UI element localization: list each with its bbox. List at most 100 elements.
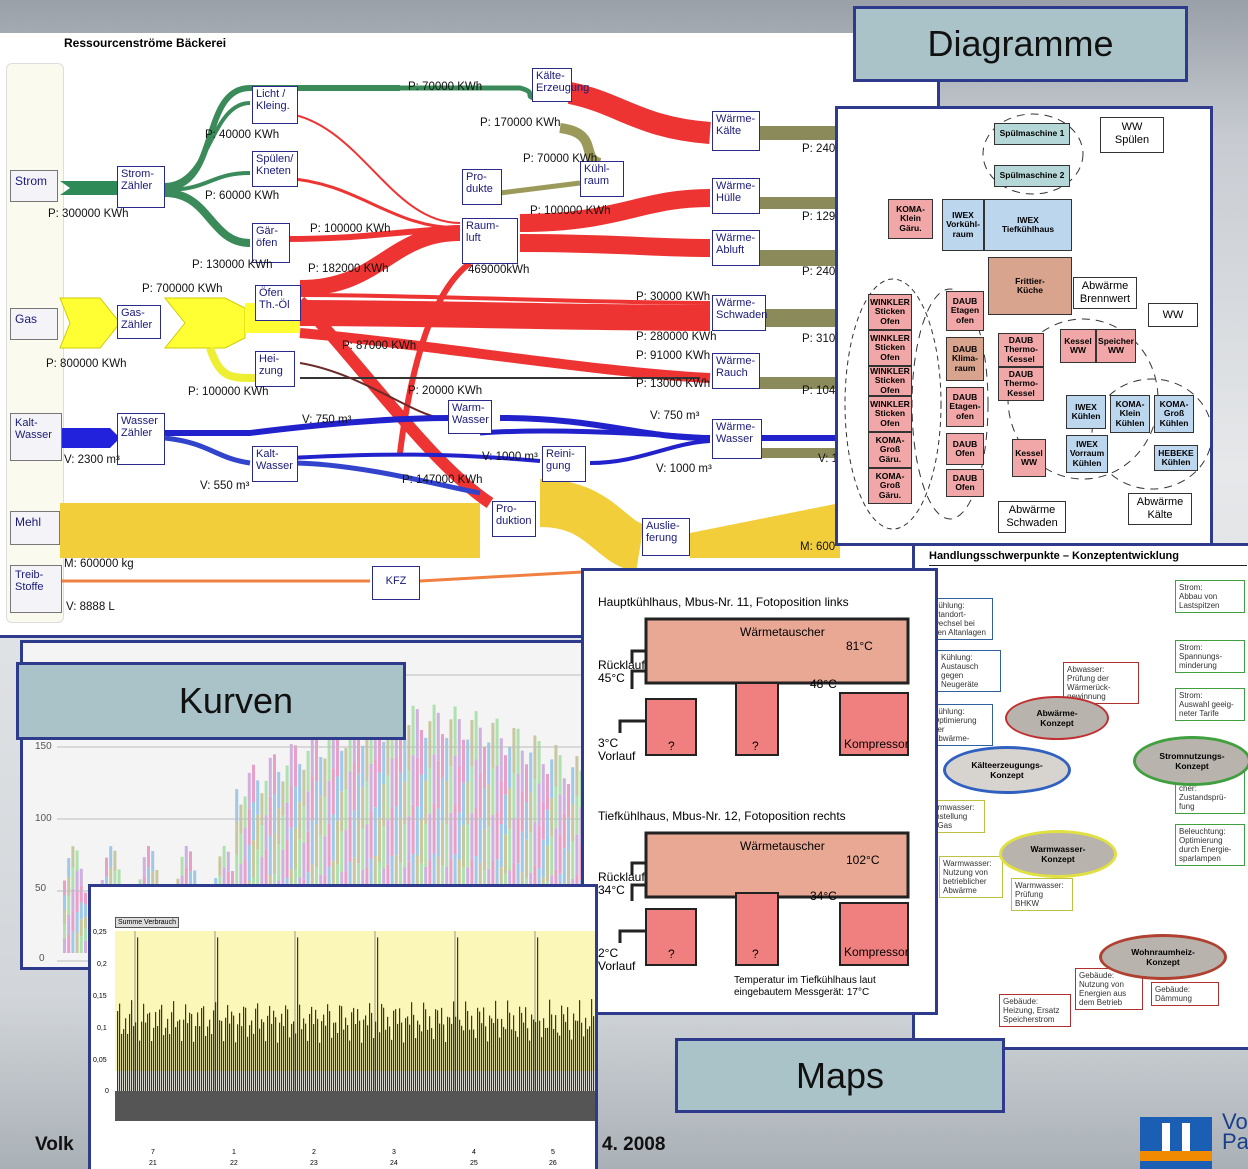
bar-mark [419,1024,421,1091]
curves-bar-segment [424,737,428,781]
cooling-note: Temperatur im Tiefkühlhaus laut eingebau… [734,975,876,998]
curves-bar-segment [428,721,432,768]
curves-bar [79,868,83,953]
bar-mark [349,1040,351,1091]
bar-mark [301,1029,303,1091]
bar-mark [457,937,459,1091]
curves-bar-segment [310,732,314,777]
bar-mark [159,1009,161,1091]
bar-mark [201,1008,203,1091]
bar-mark [235,1042,237,1091]
bar-mark [519,1006,521,1091]
flow-value: M: 600000 kg [64,558,134,570]
curves-bar-segment [470,766,474,814]
curves-bar-segment [109,846,113,868]
bar-mark [455,1016,457,1091]
curves-bar-segment [289,827,293,870]
curves-bar-segment [382,783,386,827]
bar-ytick: 0,2 [97,961,107,968]
curves-ytick: 0 [39,953,45,964]
flow-value: P: 70000 KWh [408,81,483,93]
curves-bar-segment [508,746,512,789]
bar-legend: Summe Verbrauch [115,917,179,928]
curves-bar-segment [117,869,121,887]
curves-bar-segment [84,928,87,941]
curves-bar-segment [432,704,436,755]
bar-mark [273,1010,275,1091]
bar-mark [305,1023,307,1091]
flow-value: P: 100000 KWh [530,205,611,217]
bar-mark [361,1042,363,1091]
curves-bar-segment [319,756,323,797]
bar-mark [191,1014,193,1091]
curves-bar-segment [231,871,234,888]
curves-bar-segment [491,768,495,815]
curves-bar-segment [466,824,470,868]
curves-bar-segment [226,871,230,893]
bar-mark [487,1041,489,1091]
bar-mark [209,1019,211,1091]
bar-mark [119,1003,121,1091]
bank-logo-mark [1162,1123,1190,1151]
unknown-1b: ? [752,739,759,753]
bar-mark [577,1020,579,1091]
bar-mark [337,1032,339,1091]
curves-bar-segment [520,791,524,832]
curves-bar-segment [323,836,327,876]
curves-bar-segment [474,759,478,808]
curves-bar-segment [252,802,255,841]
bar-mark [375,1021,377,1091]
curves-bar-segment [470,813,474,860]
curves-bar-segment [67,858,71,878]
bar-mark [129,1014,131,1091]
bar-mark [401,1022,403,1091]
flow-value: P: 280000 KWh [636,331,717,343]
curves-bar-segment [340,750,344,792]
bar-mark [373,1038,375,1091]
bar-mark [297,937,299,1091]
bar-mark [329,1011,331,1091]
bar-mark [179,1019,181,1091]
bar-mark [467,1010,469,1091]
bar-mark [531,1014,533,1091]
node-waerme-rauch: Wärme- Rauch [712,353,760,389]
bar-mark [313,1024,315,1091]
curves-bar-segment [357,818,360,864]
bar-mark [163,1035,165,1091]
curves-bar-segment [79,885,83,903]
flow-value: P: 60000 KWh [205,190,280,202]
curves-bar-segment [75,850,79,871]
bar-mark [473,1029,475,1091]
curves-bar-segment [84,892,87,905]
curves-bar-segment [478,727,482,773]
curves-bar-segment [483,829,486,871]
curves-bar-segment [327,780,331,824]
bar-mark [279,1022,281,1091]
room-daub-etagen-1: DAUB Etagen ofen [946,291,984,331]
cooling-panel: Hauptkühlhaus, Mbus-Nr. 11, Fotoposition… [581,568,938,1015]
flow-value: P: 700000 KWh [142,283,223,295]
curves-bar-segment [71,910,75,932]
flow-value: P: 129 [802,211,836,223]
node-kuehlraum: Kühl- raum [580,161,624,197]
curves-bar-segment [470,719,474,767]
curves-bar-segment [504,755,507,795]
bar-mark [269,1005,271,1091]
curves-bar-segment [327,737,331,781]
bar-mark [165,1027,167,1091]
node-kaelte: Kälte- Erzeugung [532,68,589,102]
curves-bar-segment [84,916,87,929]
bar-mark [555,1015,557,1091]
bank-logo-icon [1140,1117,1212,1169]
concept-strom: Stromnutzungs- Konzept [1133,736,1248,786]
curves-bar-segment [411,755,415,805]
room-daub-ofen-1: DAUB Ofen [946,433,984,465]
bar-mark [523,1022,525,1091]
source-kaltwasser: Kalt- Wasser [10,413,62,461]
bar-mark [459,1019,461,1091]
bar-mark [469,1029,471,1091]
curves-bar-segment [457,719,461,766]
node-ofen: Öfen Th.-Öl [255,285,301,321]
bar-mark [287,1009,289,1091]
bar-mark [125,1018,127,1091]
